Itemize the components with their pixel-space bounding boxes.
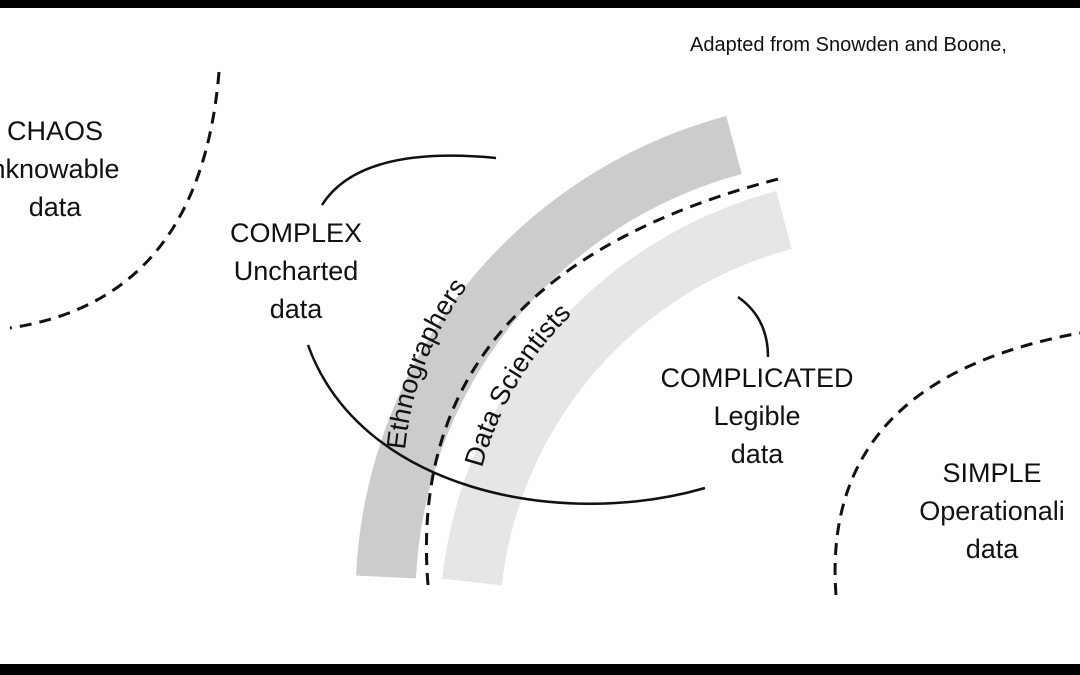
domain-complex-subtitle: Uncharted [233,255,359,286]
domain-chaos-detail: data [28,191,82,222]
domain-simple-detail: data [965,533,1019,564]
domain-simple-subtitle: Operationali [919,495,1065,526]
attribution-credit: Adapted from Snowden and Boone, [690,34,1007,56]
top-border [0,0,1080,8]
data-scientists-band [442,191,792,586]
domain-complex: COMPLEX Uncharted data [230,215,362,328]
domain-simple: SIMPLE Operationali data [919,455,1065,568]
domain-chaos-title: CHAOS [6,116,104,146]
complex-arc-top [320,154,497,206]
dashed-boundary-simple [833,331,1080,596]
domain-complicated-detail: data [730,438,784,469]
complicated-arc [737,295,770,358]
domain-complicated-title: COMPLICATED [660,363,854,393]
complex-arc-bottom [306,344,706,505]
domain-simple-title: SIMPLE [942,458,1042,488]
domain-chaos: CHAOS nknowable data [0,113,120,226]
domain-complex-title: COMPLEX [229,218,363,248]
domain-complicated: COMPLICATED Legible data [660,360,853,473]
dashed-boundary-center [425,176,783,586]
bottom-border [0,664,1080,675]
domain-chaos-subtitle: nknowable [0,153,120,184]
domain-complicated-subtitle: Legible [713,400,801,431]
dashed-boundary-chaos [9,71,221,330]
ethnographers-band [356,116,742,579]
domain-complex-detail: data [269,293,323,324]
